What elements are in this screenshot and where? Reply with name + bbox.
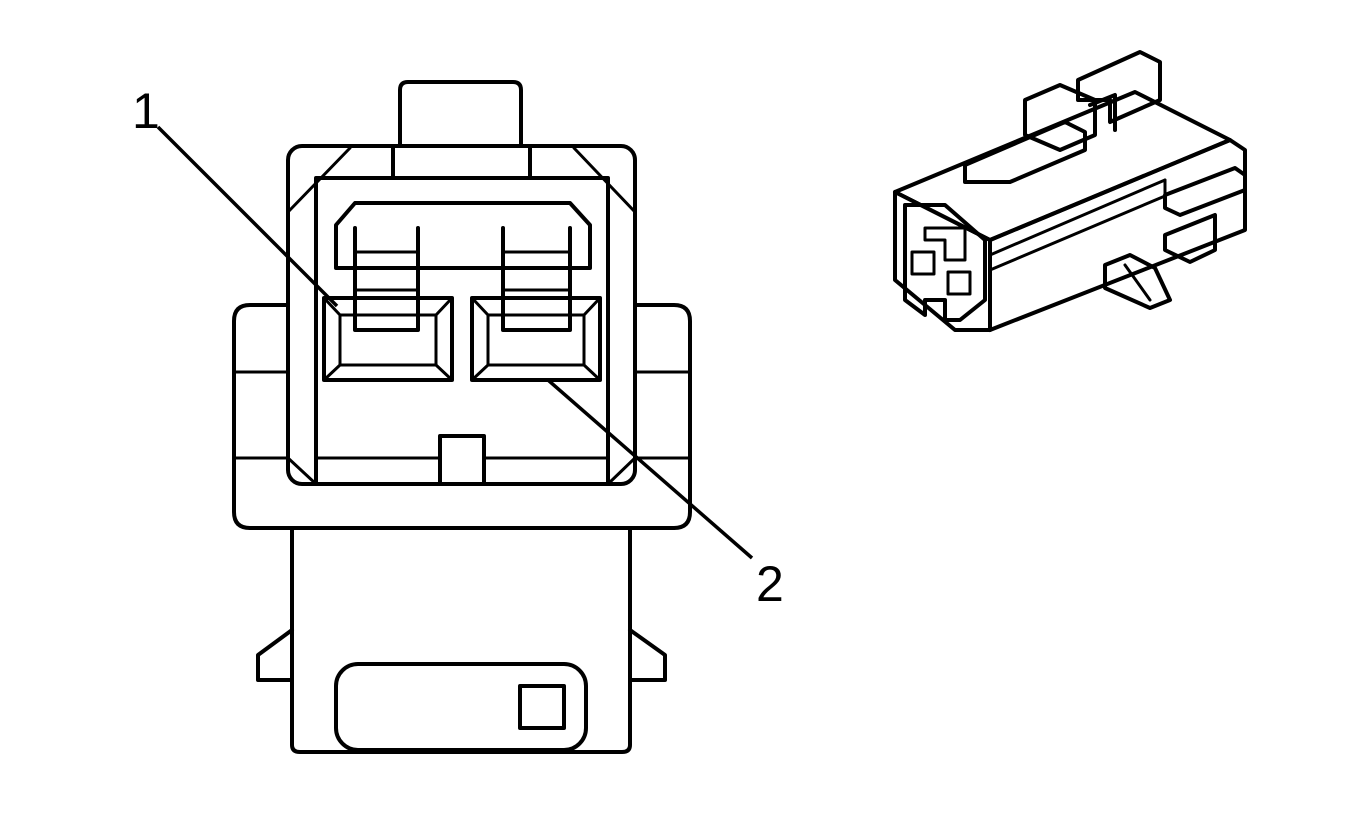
cavity-1-inner — [338, 313, 438, 367]
iso-side-face — [988, 138, 1247, 332]
terminal-2-contact — [501, 226, 572, 332]
bottom-keyway — [438, 434, 486, 486]
leader-line-2 — [546, 378, 754, 560]
connector-front-view — [232, 80, 692, 754]
label-plate-square — [518, 684, 566, 730]
corner-chamfer — [286, 456, 318, 486]
cavity-1 — [322, 296, 454, 382]
iso-latch-top — [1023, 83, 1097, 152]
iso-opening-outer — [903, 203, 987, 322]
corner-chamfer — [606, 456, 637, 486]
lower-body — [290, 526, 632, 754]
corner-chamfer — [572, 146, 637, 214]
terminal-1-contact — [353, 226, 420, 332]
cavity-2-inner — [486, 313, 586, 367]
left-flange — [232, 303, 290, 530]
iso-rear-block — [1076, 50, 1162, 124]
callout-2: 2 — [546, 378, 784, 612]
iso-side-clip-lower — [1163, 213, 1217, 264]
iso-rear-cap — [1088, 93, 1117, 132]
terminal-retainer — [334, 201, 592, 270]
cavity-1-bevel — [434, 296, 454, 317]
cavity-2 — [470, 296, 602, 382]
leader-line-1 — [156, 125, 339, 308]
iso-bottom-wing — [1103, 253, 1172, 310]
iso-side-clip-upper — [1163, 166, 1247, 217]
callout-label-2: 2 — [756, 556, 784, 612]
cavity-2-bevel — [582, 363, 602, 382]
top-notch — [391, 144, 532, 180]
cavity-1-bevel — [322, 363, 342, 382]
label-plate — [334, 662, 588, 752]
callout-1: 1 — [132, 83, 339, 308]
iso-latch — [963, 120, 1087, 184]
top-latch-tab — [398, 80, 523, 148]
connector-isometric-view — [893, 50, 1247, 332]
cavity-2-bevel — [582, 296, 602, 317]
cavity-1-bevel — [322, 296, 342, 317]
cavity-1-bevel — [434, 363, 454, 382]
iso-cavity-divider — [923, 226, 967, 262]
cavity-2-bevel — [470, 363, 490, 382]
iso-groove — [988, 178, 1167, 272]
iso-bottom-wing-edge — [1123, 263, 1152, 302]
cavity-2-bevel — [470, 296, 490, 317]
callout-label-1: 1 — [132, 83, 160, 139]
left-wing — [256, 628, 294, 682]
iso-cavity-2 — [946, 270, 972, 296]
right-wing — [628, 628, 667, 682]
corner-chamfer — [286, 146, 352, 214]
iso-cavity-1 — [910, 250, 936, 276]
right-flange — [633, 303, 692, 530]
